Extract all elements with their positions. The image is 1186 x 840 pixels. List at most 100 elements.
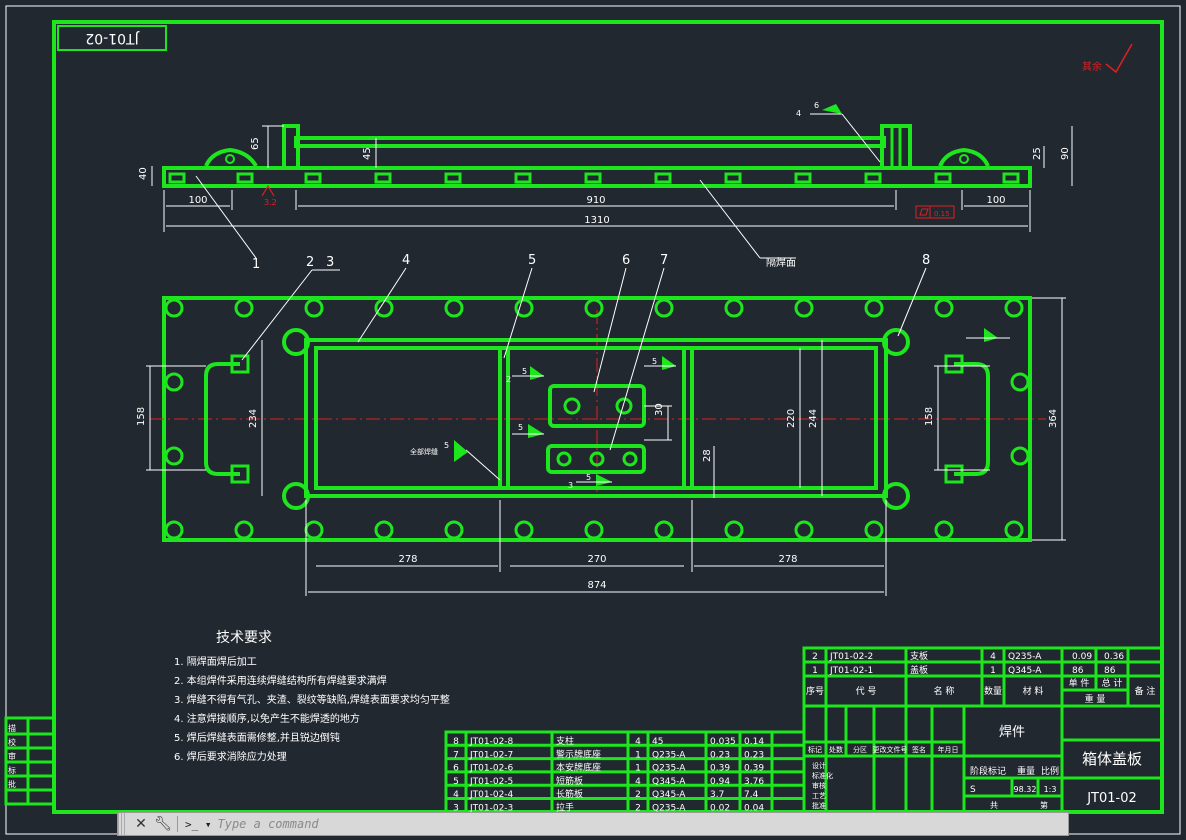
bolt-boss: [444, 298, 464, 318]
dim-278-right: 278: [778, 554, 797, 565]
dim-30: 30: [654, 403, 665, 416]
separator: [177, 816, 178, 832]
bolt-boss: [304, 520, 324, 540]
bom-cell: JT01-02-6: [469, 764, 514, 774]
bom-cell: 0.39: [744, 764, 764, 774]
weld-size-5: 5: [586, 473, 591, 482]
tb-label: 签名: [912, 745, 926, 754]
bom-cell: 0.09: [1072, 652, 1092, 662]
bom-cell: 4: [453, 790, 459, 800]
dim-28: 28: [702, 449, 713, 462]
code-tag: JT01-02: [85, 30, 139, 46]
bom-cell: 3.7: [710, 790, 724, 800]
bom-cell: Q235-A: [652, 804, 686, 814]
tb-label: 批准: [812, 801, 826, 810]
bom-cell: 6: [453, 764, 459, 774]
bolt-boss: [374, 520, 394, 540]
front-view-dims: [151, 113, 1073, 259]
bom-cell: 4: [635, 737, 641, 747]
prompt-icon[interactable]: >_ ▾: [185, 817, 212, 831]
roughness-icon-2: [261, 184, 275, 197]
weight-value: 98.32: [1014, 785, 1037, 794]
weld-symbol-icon: [528, 424, 544, 438]
tb-label: 年月日: [938, 745, 959, 754]
bom-cell: 本安牌底座: [556, 762, 601, 774]
bom-cell: 0.035: [710, 737, 736, 747]
bom-cell: 支板: [910, 650, 928, 662]
weight-label: 重量: [1017, 765, 1035, 777]
drag-handle[interactable]: [118, 813, 126, 835]
bom-header: 备 注: [1135, 685, 1156, 697]
dim-234: 234: [248, 409, 259, 428]
bolt-boss: [1004, 520, 1024, 540]
weld-size-2: 5: [522, 367, 527, 376]
bom-cell: 5: [453, 777, 459, 787]
revision-strip: [4, 716, 56, 806]
tech-req-item: 2. 本组焊件采用连续焊缝结构所有焊缝要求满焊: [174, 674, 387, 687]
rev-label: 描: [8, 723, 16, 733]
balloon-7: 7: [660, 253, 668, 268]
bolt-bosses: [164, 298, 1030, 540]
bom-header: 代 号: [856, 686, 877, 697]
bom-cell: JT01-02-3: [469, 804, 513, 814]
weld-count-front: 4: [796, 109, 801, 118]
bolt-boss: [934, 298, 954, 318]
bolt-boss: [374, 298, 394, 318]
bolt-boss: [444, 520, 464, 540]
sheet-outer-border: [5, 5, 1181, 835]
dim-220: 220: [786, 409, 797, 428]
bom-cell: 短筋板: [556, 775, 583, 787]
bolt-boss: [1010, 446, 1030, 466]
bom-header: 序号: [806, 685, 824, 697]
command-input[interactable]: [215, 814, 1068, 834]
bom-cell: Q235-A: [652, 750, 686, 760]
wrench-icon[interactable]: 🔧︎: [154, 816, 172, 832]
bolt-boss: [934, 520, 954, 540]
bom-cell: 2: [635, 790, 641, 800]
bom-cell: 长筋板: [556, 788, 583, 800]
dim-278-left: 278: [398, 554, 417, 565]
balloon-4: 4: [402, 253, 410, 268]
bom-cell: 0.36: [1104, 652, 1124, 662]
bom-cell: 0.02: [710, 804, 730, 814]
bom-cell: 0.23: [710, 750, 730, 760]
dim-874: 874: [587, 580, 606, 591]
weld-size-4: 5: [518, 423, 523, 432]
weld-surface-label: 隔焊面: [766, 257, 796, 269]
bom-cell: Q235-A: [652, 764, 686, 774]
bolt-boss: [724, 520, 744, 540]
plan-view-dims: [146, 267, 1066, 596]
bom-cell: Q345-A: [1008, 666, 1042, 676]
bom-cell: 1: [635, 764, 641, 774]
sheets-total: 共: [990, 801, 998, 810]
weld-symbol-icon: [984, 328, 998, 342]
close-icon[interactable]: ✕: [135, 816, 147, 832]
tech-req-item: 1. 隔焊面焊后加工: [174, 656, 257, 668]
bolt-boss: [864, 520, 884, 540]
bom-cell: 盖板: [910, 664, 928, 676]
bom-cell: 1: [635, 750, 641, 760]
bolt-boss: [514, 520, 534, 540]
rev-label: 标: [8, 765, 16, 775]
surface-mark-label: 其余: [1082, 60, 1102, 73]
bolt-boss: [654, 298, 674, 318]
bolt-boss: [794, 520, 814, 540]
roughness-icon: [1105, 43, 1133, 74]
bolt-boss: [864, 298, 884, 318]
bom-cell: JT01-02-2: [829, 652, 873, 662]
tb-label: 工艺: [812, 792, 826, 800]
bom-cell: 0.14: [744, 737, 764, 747]
bom-header: 名 称: [934, 685, 955, 697]
dim-100-left: 100: [188, 195, 207, 206]
tb-label: 审核: [812, 781, 826, 790]
bom-cell: 0.04: [744, 804, 764, 814]
bolt-boss: [584, 298, 604, 318]
balloon-5: 5: [528, 253, 536, 268]
bolt-boss: [234, 298, 254, 318]
rev-label: 校: [8, 737, 16, 747]
dim-1310: 1310: [584, 215, 609, 226]
code-tag-box: [57, 25, 167, 51]
